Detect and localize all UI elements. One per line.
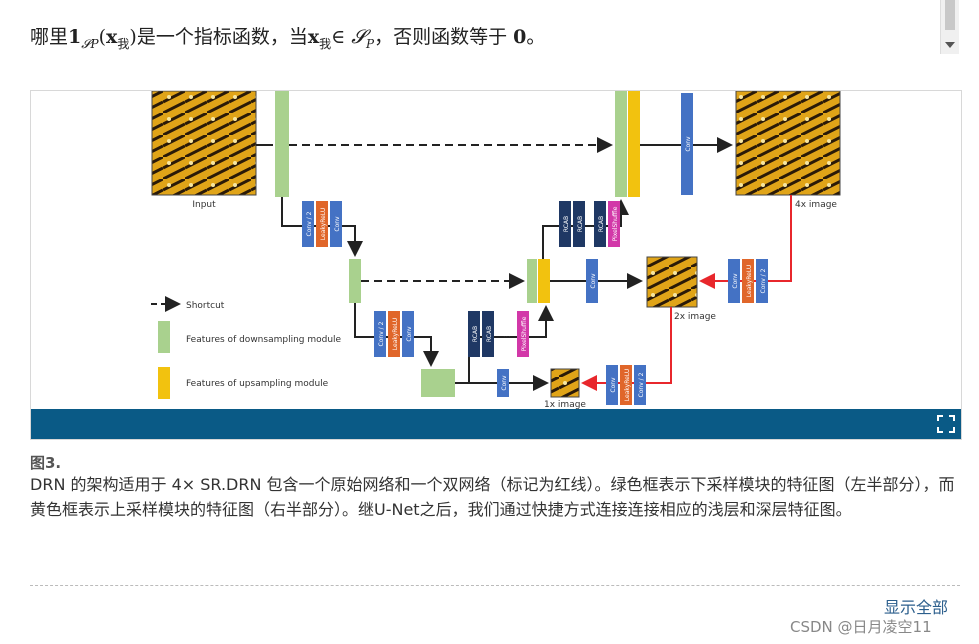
output-4x-image	[735, 91, 841, 196]
indicator-symbol: 1	[68, 26, 82, 48]
feature-up-4x-yellow	[628, 91, 640, 197]
svg-text:LeakyReLU: LeakyReLU	[624, 369, 631, 401]
down-block-2: Conv / 2 LeakyReLU Conv	[374, 311, 414, 357]
down-block-1: Conv / 2 LeakyReLU Conv	[302, 201, 342, 247]
svg-text:PixelShuffle: PixelShuffle	[612, 206, 619, 241]
label-2x-image: 2x image	[674, 312, 716, 322]
svg-text:...: ...	[589, 220, 597, 229]
text-suffix: ，否则函数等于	[374, 26, 508, 48]
scroll-down-arrow-icon[interactable]	[945, 42, 955, 48]
svg-text:RCAB: RCAB	[598, 216, 605, 232]
svg-text:Conv: Conv	[732, 273, 739, 289]
svg-text:Conv: Conv	[501, 375, 508, 391]
variable-subscript-2: 我	[319, 36, 332, 51]
variable-subscript: 我	[117, 36, 130, 51]
figure-toolbar	[31, 409, 961, 439]
feature-up-2x-green	[527, 259, 537, 303]
output-1x-image	[550, 368, 580, 398]
feature-down-2	[349, 259, 361, 303]
svg-text:LeakyReLU: LeakyReLU	[746, 265, 753, 297]
text-middle: 是一个指标函数，当	[136, 26, 308, 48]
svg-text:Conv: Conv	[590, 273, 597, 289]
dual-block-2: Conv LeakyReLU Conv / 2	[606, 365, 646, 405]
figure-caption-text: DRN 的架构适用于 4× SR.DRN 包含一个原始网络和一个双网络（标记为红…	[30, 475, 955, 519]
show-all-link[interactable]: 显示全部	[884, 598, 949, 617]
set-symbol-2: 𝓢	[351, 26, 367, 48]
svg-text:LeakyReLU: LeakyReLU	[320, 208, 327, 240]
figure-caption-title: 图3.	[30, 454, 62, 472]
svg-text:Conv: Conv	[334, 216, 341, 232]
legend-downsampling: Features of downsampling module	[186, 335, 342, 345]
text-end: 。	[526, 26, 546, 48]
svg-text:RCAB: RCAB	[486, 326, 493, 342]
drn-architecture-diagram: Input 4x image 2x image 1x image	[151, 91, 841, 409]
svg-text:...: ...	[503, 330, 511, 339]
expand-fullscreen-icon[interactable]	[937, 415, 955, 433]
feature-up-4x-green	[615, 91, 627, 197]
formula-line: 哪里1𝓢P(x我)是一个指标函数，当x我∈ 𝓢P，否则函数等于 0。	[30, 22, 930, 52]
feature-up-2x-yellow	[538, 259, 550, 303]
figure-container: Input 4x image 2x image 1x image	[30, 90, 962, 440]
zero-value: 0	[513, 26, 527, 48]
text-prefix: 哪里	[30, 26, 69, 48]
svg-text:Conv / 2: Conv / 2	[378, 321, 385, 346]
dual-block-1: Conv LeakyReLU Conv / 2	[728, 259, 768, 303]
svg-text:LeakyReLU: LeakyReLU	[392, 318, 399, 350]
svg-text:PixelShuffle: PixelShuffle	[521, 316, 528, 351]
label-4x-image: 4x image	[795, 200, 837, 210]
svg-text:Conv: Conv	[685, 136, 692, 152]
svg-text:Conv / 2: Conv / 2	[760, 268, 767, 293]
svg-text:RCAB: RCAB	[472, 326, 479, 342]
label-input: Input	[192, 200, 216, 210]
feature-down-1	[275, 91, 289, 197]
open-paren: (	[98, 26, 107, 48]
set-subscript: P	[90, 36, 99, 51]
svg-text:Conv: Conv	[406, 326, 413, 342]
close-paren: )	[129, 26, 137, 48]
input-image	[151, 91, 257, 196]
up-block-1: ... RCAB RCAB PixelShuffle	[468, 311, 529, 357]
conv-out-4x: Conv	[681, 93, 693, 195]
page-scrollbar[interactable]	[940, 0, 959, 54]
up-block-2: ... RCAB RCAB RCAB PixelShuffle	[559, 201, 620, 247]
feature-down-3	[421, 369, 455, 397]
section-divider	[30, 585, 960, 586]
svg-text:Conv / 2: Conv / 2	[638, 372, 645, 397]
set-symbol: 𝓢	[81, 36, 91, 51]
scrollbar-thumb[interactable]	[945, 0, 955, 30]
label-1x-image: 1x image	[544, 400, 586, 409]
svg-text:Conv: Conv	[610, 377, 617, 393]
element-of-symbol: ∈	[331, 26, 346, 48]
svg-text:RCAB: RCAB	[563, 216, 570, 232]
legend-shortcut: Shortcut	[186, 301, 225, 311]
conv-out-2x: Conv	[586, 259, 598, 303]
legend: Shortcut Features of downsampling module…	[151, 296, 342, 399]
variable-x-2: x	[307, 26, 320, 48]
svg-text:RCAB: RCAB	[577, 216, 584, 232]
csdn-watermark: CSDN @日月凌空11	[790, 618, 932, 636]
svg-text:Conv / 2: Conv / 2	[306, 211, 313, 236]
legend-upsampling: Features of upsampling module	[186, 379, 329, 389]
conv-out-1x: Conv	[497, 369, 509, 397]
set-subscript-2: P	[366, 36, 375, 51]
output-2x-image	[646, 256, 698, 308]
variable-x: x	[106, 26, 118, 48]
